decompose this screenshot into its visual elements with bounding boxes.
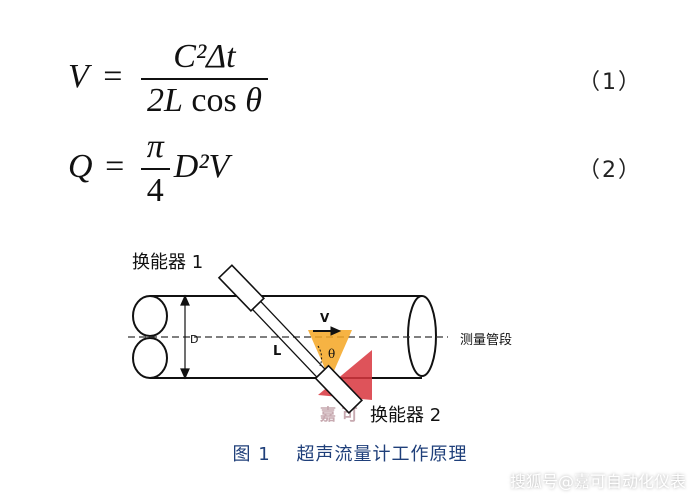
- angle-label: θ: [328, 347, 335, 361]
- formula-2-fraction-bar: [140, 168, 170, 170]
- figure-caption: 图 1 超声流量计工作原理: [232, 444, 468, 465]
- transducer-2-label: 换能器 2: [370, 405, 442, 426]
- path-length-label: L: [273, 344, 281, 359]
- velocity-label: V: [320, 311, 330, 325]
- source-watermark: 搜狐号@嘉可自动化仪表: [509, 472, 686, 491]
- formula-1-equals: =: [103, 57, 123, 95]
- formula-1: V = C²Δt 2L cos θ: [68, 38, 272, 120]
- formula-1-numerator: C²Δt: [173, 38, 236, 75]
- formula-2-lhs: Q: [68, 147, 93, 185]
- formula-1-denominator-theta: θ: [245, 82, 262, 119]
- formula-2-denominator: 4: [146, 172, 164, 209]
- formula-1-denominator-cos: cos: [191, 82, 237, 119]
- transducer-1-label: 换能器 1: [132, 252, 204, 273]
- formula-2-numerator: π: [146, 128, 164, 165]
- formula-2: Q = π 4 D²V: [68, 128, 229, 210]
- transducer-1: [217, 264, 265, 312]
- formula-2-fraction: π 4: [140, 128, 170, 210]
- pipe-right-end: [407, 295, 437, 377]
- logo-orange-shape: [308, 330, 352, 380]
- transducer-2: [314, 364, 363, 414]
- formula-1-number: （1）: [578, 70, 642, 95]
- formula-1-lhs: V: [68, 57, 89, 95]
- pipe-left-end-upper: [132, 295, 168, 337]
- formula-1-fraction-bar: [140, 78, 268, 80]
- formula-2-number: （2）: [578, 158, 642, 183]
- formula-1-denominator: 2L cos θ: [141, 80, 268, 120]
- diameter-arrow: [180, 294, 190, 380]
- formula-1-denominator-l: 2L: [146, 82, 183, 119]
- angle-arc: [317, 345, 323, 367]
- formula-2-equals: =: [105, 147, 125, 185]
- formula-2-rest: D²V: [173, 147, 230, 185]
- pipe: [132, 295, 437, 379]
- formula-1-fraction: C²Δt 2L cos θ: [140, 38, 268, 120]
- pipe-left-end-lower: [132, 337, 168, 379]
- velocity-arrow: [313, 326, 342, 336]
- measurement-section-label: 测量管段: [460, 333, 513, 348]
- diameter-label: D: [190, 333, 198, 346]
